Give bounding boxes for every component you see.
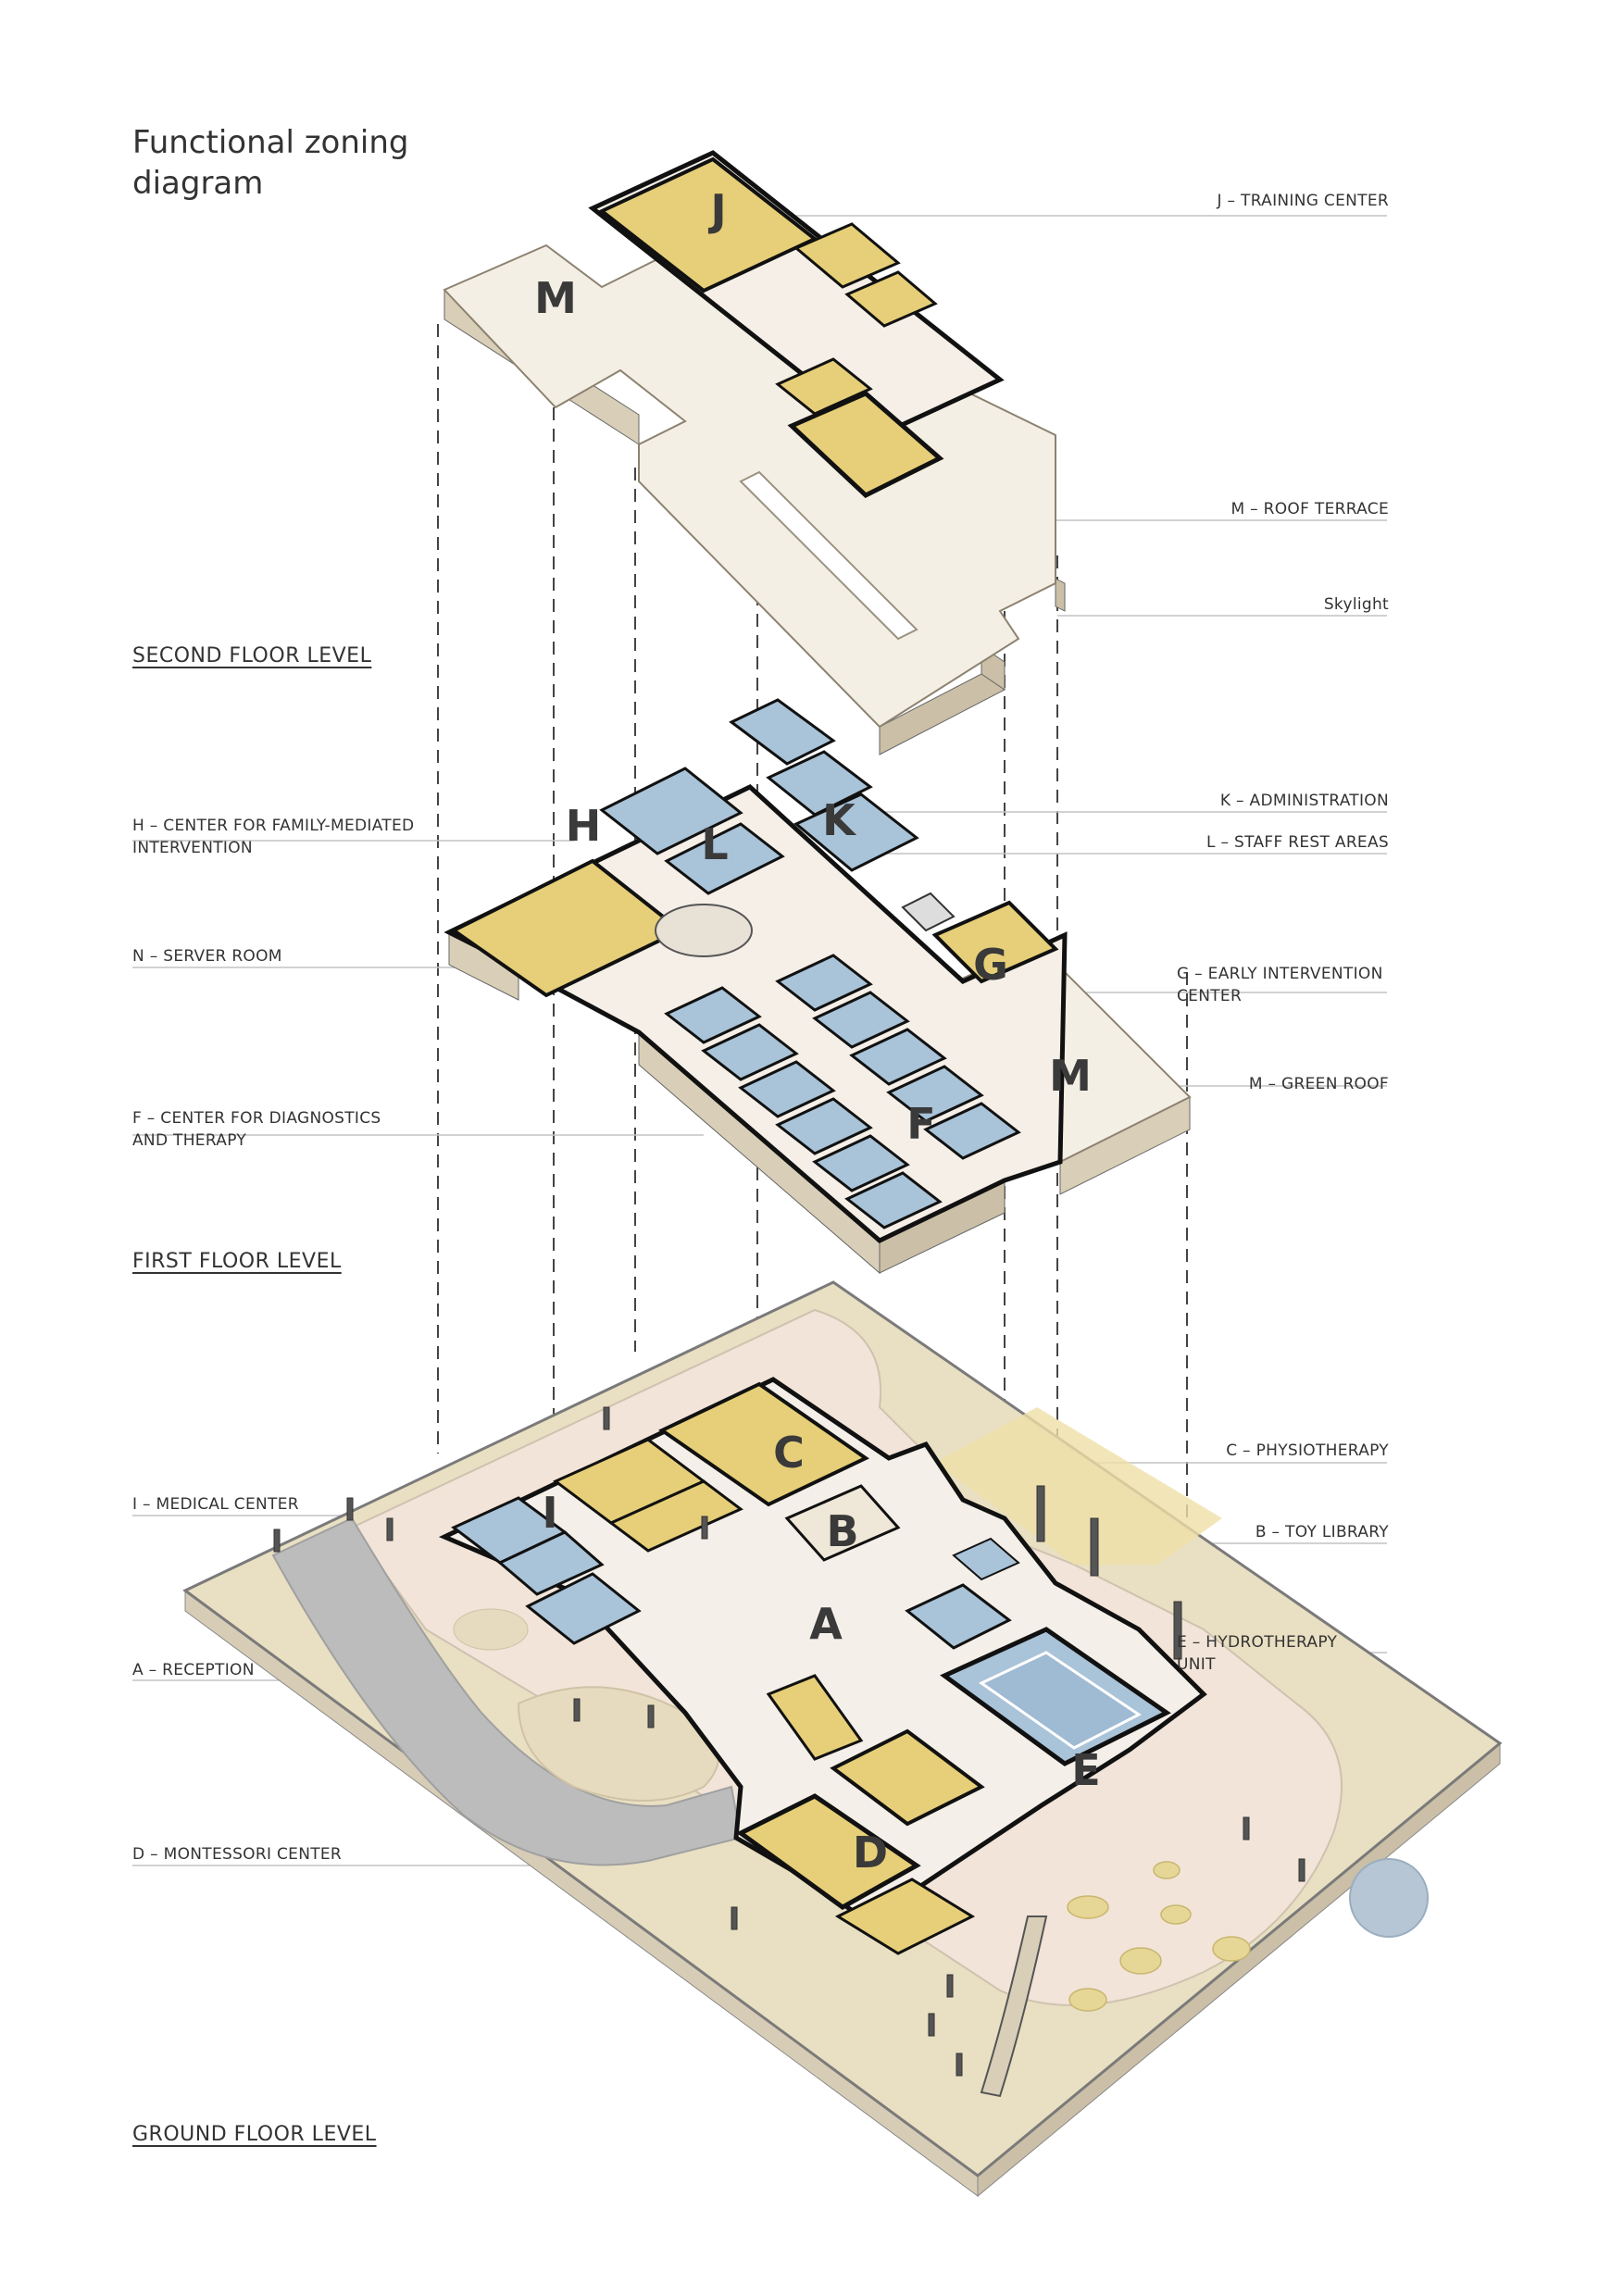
level-label-first: FIRST FLOOR LEVEL xyxy=(132,1250,342,1273)
callout-administration: K – ADMINISTRATION xyxy=(1219,792,1389,810)
level-label-second: SECOND FLOOR LEVEL xyxy=(132,644,372,668)
zone-letter-i: I xyxy=(542,1488,557,1538)
level-label-ground: GROUND FLOOR LEVEL xyxy=(132,2123,377,2146)
callout-hydrotherapy: E – HYDROTHERAPY UNIT xyxy=(1177,1633,1338,1674)
second-floor-plan xyxy=(443,150,1066,755)
callout-toy-library: B – TOY LIBRARY xyxy=(1255,1523,1389,1541)
zone-letter-g: G xyxy=(973,940,1008,990)
callout-physiotherapy: C – PHYSIOTHERAPY xyxy=(1226,1441,1389,1460)
callout-montessori: D – MONTESSORI CENTER xyxy=(132,1845,343,1864)
callout-server-room: N – SERVER ROOM xyxy=(132,947,282,966)
callout-diagnostics: F – CENTER FOR DIAGNOSTICS AND THERAPY xyxy=(132,1109,381,1150)
ground-floor-plan xyxy=(182,1280,1503,2198)
zone-letter-m-green: M xyxy=(1049,1051,1092,1101)
zone-letter-h: H xyxy=(566,801,602,851)
callout-green-roof: M – GREEN ROOF xyxy=(1248,1075,1389,1093)
zone-letter-b: B xyxy=(826,1506,858,1556)
zone-letter-a: A xyxy=(809,1599,843,1649)
callout-skylight: Skylight xyxy=(1323,595,1389,614)
callout-early-intervention: G – EARLY INTERVENTION CENTER xyxy=(1177,965,1383,1005)
zone-letter-m-roof: M xyxy=(534,273,577,323)
first-floor-plan xyxy=(443,698,1192,1275)
zone-letter-f: F xyxy=(906,1099,935,1149)
zone-letter-l: L xyxy=(701,819,728,869)
zone-letter-j: J xyxy=(707,185,726,235)
callout-reception: A – RECEPTION xyxy=(132,1661,255,1679)
page-title: Functional zoning diagram xyxy=(132,124,409,202)
zone-letter-e: E xyxy=(1071,1745,1100,1795)
zone-letters: J M H L K G M F C B I A E D xyxy=(534,185,1101,1878)
callout-medical-center: I – MEDICAL CENTER xyxy=(132,1495,299,1514)
zone-letter-d: D xyxy=(853,1828,888,1878)
callout-roof-terrace: M – ROOF TERRACE xyxy=(1230,500,1389,518)
callout-family-mediated: H – CENTER FOR FAMILY-MEDIATED INTERVENT… xyxy=(132,817,415,857)
callout-staff-rest: L – STAFF REST AREAS xyxy=(1206,833,1389,852)
zone-letter-c: C xyxy=(773,1428,805,1478)
zone-letter-k: K xyxy=(822,795,857,845)
callout-training-center: J – TRAINING CENTER xyxy=(1217,192,1389,210)
